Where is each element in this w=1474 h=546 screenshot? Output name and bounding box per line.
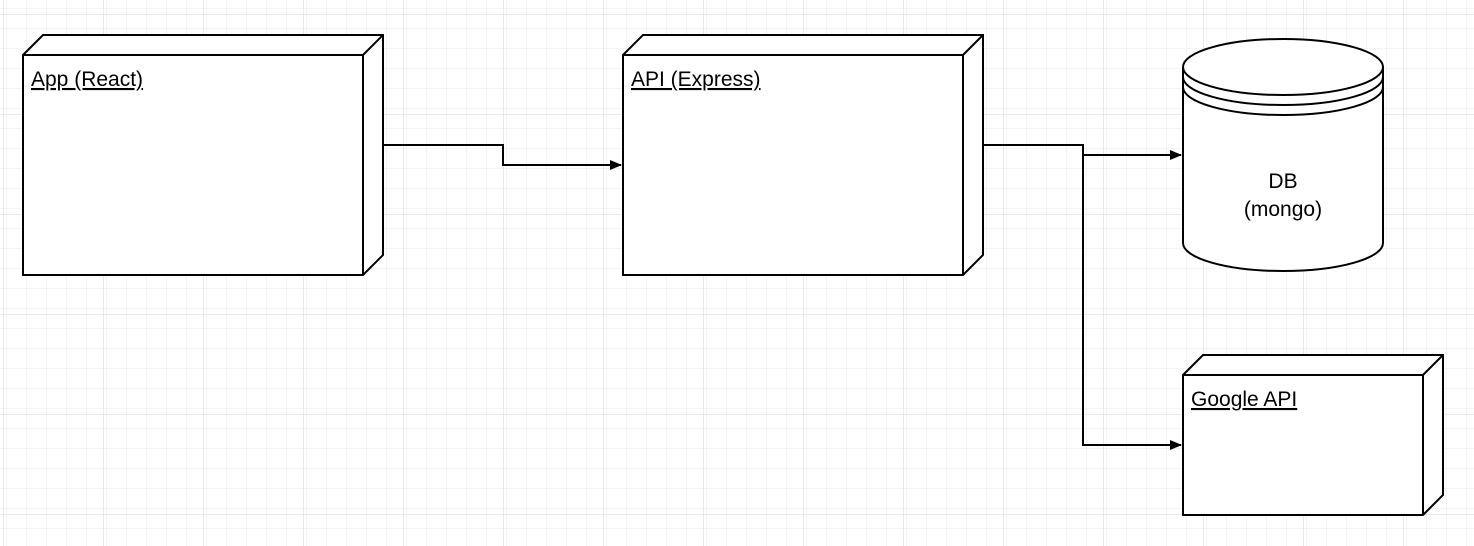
node-google-label: Google API — [1191, 388, 1297, 411]
edge-app-to-api[interactable] — [383, 144, 622, 170]
node-api-edges — [623, 34, 984, 275]
db-cylinder-body — [1182, 38, 1384, 272]
node-api-body — [622, 34, 984, 276]
db-cylinder-ring-1 — [1182, 76, 1384, 106]
edge-api-to-google[interactable] — [1082, 155, 1182, 450]
edge-api-to-db[interactable] — [983, 144, 1182, 160]
node-db-label-line1: DB — [1268, 170, 1297, 193]
node-app-react[interactable]: App (React) — [22, 34, 384, 276]
node-google-api[interactable]: Google API — [1182, 354, 1444, 516]
node-google-edges — [1183, 354, 1444, 515]
node-api-express[interactable]: API (Express) — [622, 34, 984, 276]
node-app-body — [22, 34, 384, 276]
node-google-body — [1182, 354, 1444, 516]
node-app-label: App (React) — [31, 68, 143, 91]
db-cylinder-top — [1182, 66, 1384, 96]
db-cylinder-ring-2 — [1182, 86, 1384, 116]
node-db-label-line2: (mongo) — [1244, 198, 1322, 221]
node-app-edges — [23, 34, 384, 275]
node-api-label: API (Express) — [631, 68, 761, 91]
node-db-mongo[interactable]: DB (mongo) — [1182, 38, 1384, 272]
